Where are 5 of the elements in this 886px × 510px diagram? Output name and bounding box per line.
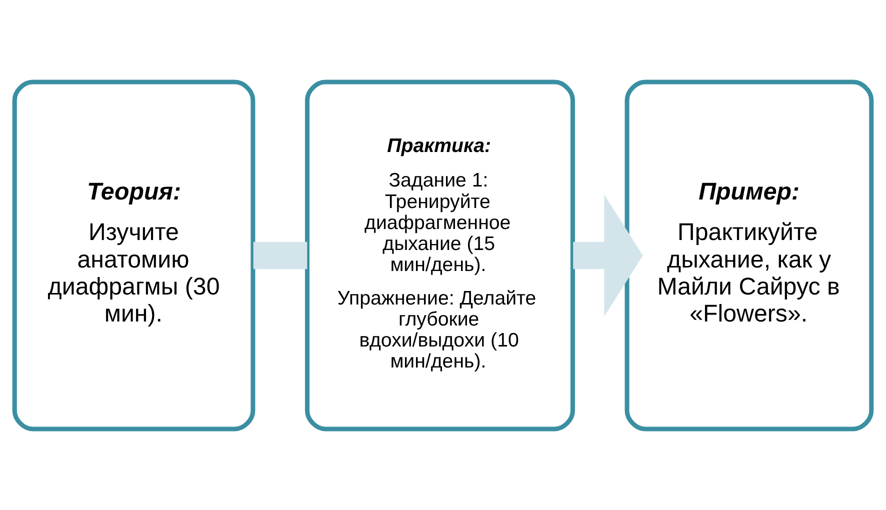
connector [253, 241, 308, 269]
node-box: Пример: Практикуйте дыхание, как у Майли Сайрус в «Flowers». [624, 79, 874, 431]
node-box: Практика: Задание 1: Тренируйте диафрагменное дыхание (15 мин/день). Упражнение: Делайте глубокие вдохи/выдохи (10 мин/день). [304, 79, 575, 431]
arrow [573, 194, 643, 316]
node-box: Теория: Изучите анатомию диафрагмы (30 мин). [12, 79, 256, 431]
